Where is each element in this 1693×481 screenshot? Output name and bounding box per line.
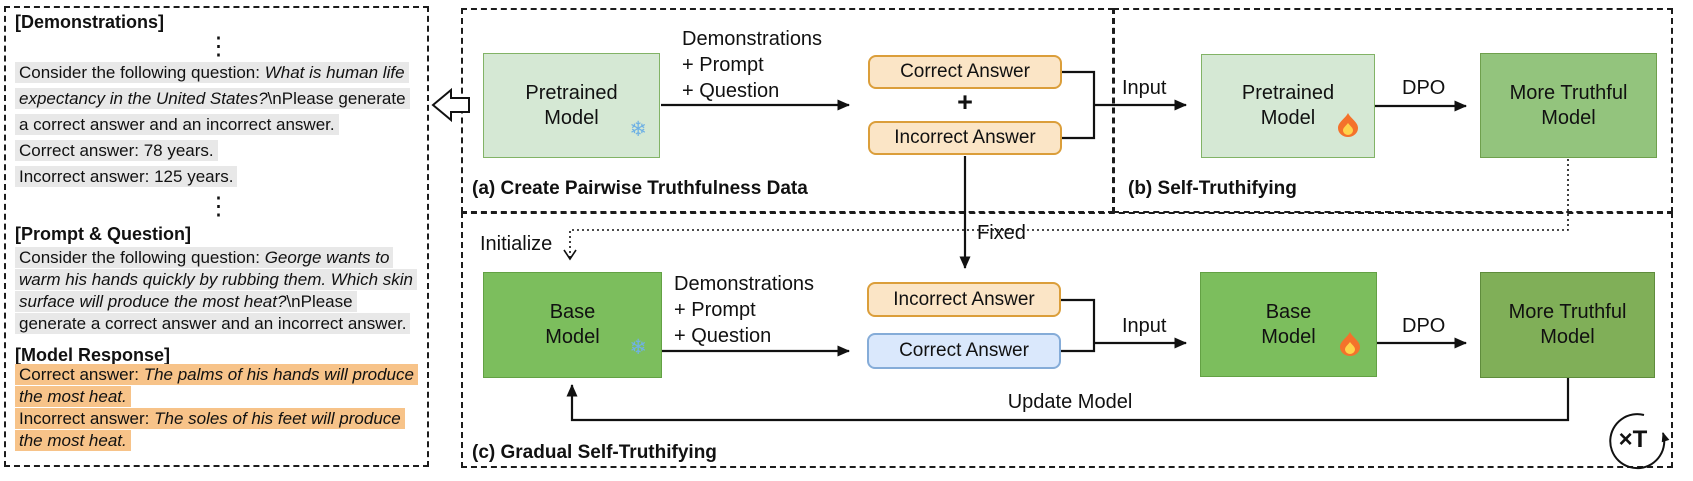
caption-a: (a) Create Pairwise Truthfulness Data xyxy=(472,178,808,199)
incorrect-answer-box-c: Incorrect Answer xyxy=(867,282,1061,317)
update-model-label: Update Model xyxy=(1007,391,1133,413)
correct-answer-label-a: Correct Answer xyxy=(900,61,1030,82)
io-label-c-line1: Demonstrations xyxy=(674,273,815,295)
io-label-c-line2: + Prompt xyxy=(674,299,756,321)
io-label-a-line2: + Prompt xyxy=(682,54,764,76)
incorrect-answer-label-a: Incorrect Answer xyxy=(894,127,1036,148)
correct-answer-label-c: Correct Answer xyxy=(899,340,1029,361)
fixed-label: Fixed xyxy=(977,222,1026,244)
text-line: Incorrect answer: The soles of his feet … xyxy=(15,408,418,431)
example-panel: [Demonstrations] ⋮ Consider the followin… xyxy=(4,6,429,467)
text-line: Consider the following question: George … xyxy=(15,247,417,270)
more-truthful-label-c: More Truthful Model xyxy=(1508,301,1627,348)
flame-icon xyxy=(1340,332,1360,363)
correct-answer-box-a: Correct Answer xyxy=(868,55,1062,89)
base-model-label-2: Base Model xyxy=(1261,300,1316,348)
io-label-a-line3: + Question xyxy=(682,80,780,102)
io-label-c-line3: + Question xyxy=(674,325,772,347)
text-line: generate a correct answer and an incorre… xyxy=(15,313,417,336)
more-truthful-label-b: More Truthful Model xyxy=(1509,81,1628,129)
plus-sign: + xyxy=(957,87,973,117)
io-label-a: Demonstrations + Prompt + Question xyxy=(682,26,822,104)
flame-icon xyxy=(1338,113,1358,144)
caption-c: (c) Gradual Self-Truthifying xyxy=(472,442,717,463)
demonstration-text: Consider the following question: What is… xyxy=(15,62,410,193)
demonstrations-heading: [Demonstrations] xyxy=(15,12,165,32)
snowflake-icon: ❄ xyxy=(629,117,647,141)
loop-count-label: ×T xyxy=(1618,426,1648,453)
base-model-box-2: Base Model xyxy=(1200,272,1377,377)
correct-answer-box-c: Correct Answer xyxy=(867,333,1061,369)
io-label-a-line1: Demonstrations xyxy=(682,28,823,50)
text-line: Incorrect answer: 125 years. xyxy=(15,166,410,193)
text-line: the most heat. xyxy=(15,386,418,409)
text-line: Consider the following question: What is… xyxy=(15,62,410,89)
more-truthful-model-box-b: More Truthful Model xyxy=(1480,53,1657,158)
ellipsis-top: ⋮ xyxy=(206,32,231,60)
text-line: Correct answer: 78 years. xyxy=(15,140,410,167)
dpo-label-c: DPO xyxy=(1402,315,1446,337)
pretrained-model-box-b: Pretrained Model xyxy=(1201,54,1375,158)
incorrect-answer-label-c: Incorrect Answer xyxy=(893,288,1035,310)
more-truthful-model-box-c: More Truthful Model xyxy=(1480,272,1655,378)
dpo-label-b: DPO xyxy=(1402,77,1446,99)
io-label-c: Demonstrations + Prompt + Question xyxy=(674,271,814,349)
prompt-question-heading: [Prompt & Question] xyxy=(15,224,191,244)
base-model-box-1: Base Model ❄ xyxy=(483,272,662,378)
text-line: Correct answer: The palms of his hands w… xyxy=(15,364,418,387)
prompt-question-text: Consider the following question: George … xyxy=(15,247,417,336)
model-response-text: Correct answer: The palms of his hands w… xyxy=(15,364,418,453)
pretrained-model-label-b: Pretrained Model xyxy=(1241,82,1335,129)
text-line: surface will produce the most heat?\nPle… xyxy=(15,291,417,314)
snowflake-icon: ❄ xyxy=(629,335,647,359)
initialize-label: Initialize xyxy=(480,233,553,255)
pretrained-model-box-a: Pretrained Model ❄ xyxy=(483,53,660,158)
input-label-b: Input xyxy=(1122,77,1167,99)
incorrect-answer-box-a: Incorrect Answer xyxy=(868,121,1062,155)
pretrained-model-label: Pretrained Model xyxy=(525,81,618,129)
text-line: a correct answer and an incorrect answer… xyxy=(15,114,410,141)
text-line: the most heat. xyxy=(15,430,418,453)
ellipsis-bottom: ⋮ xyxy=(206,192,231,220)
base-model-label-1: Base Model xyxy=(545,301,600,348)
model-response-heading: [Model Response] xyxy=(15,345,171,365)
input-label-c: Input xyxy=(1122,315,1167,337)
text-line: warm his hands quickly by rubbing them. … xyxy=(15,269,417,292)
text-line: expectancy in the United States?\nPlease… xyxy=(15,88,410,115)
caption-b: (b) Self-Truthifying xyxy=(1128,178,1297,199)
